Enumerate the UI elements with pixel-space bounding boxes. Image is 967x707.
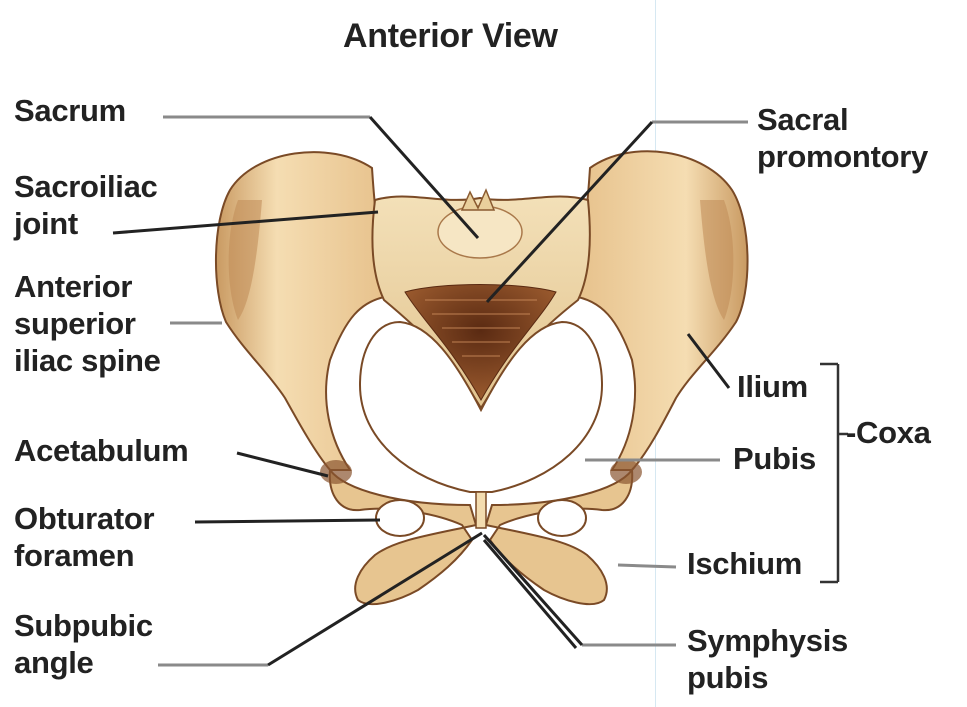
right-obturator-foramen bbox=[538, 500, 586, 536]
label-symphysis-pubis: Symphysis pubis bbox=[687, 622, 848, 696]
pubic-ramus-left bbox=[330, 470, 476, 604]
pubic-symphysis bbox=[476, 492, 486, 528]
pubic-ramus-right bbox=[486, 470, 632, 604]
label-acetabulum: Acetabulum bbox=[14, 432, 188, 469]
label-coxa: -Coxa bbox=[846, 414, 931, 451]
label-subpubic-angle: Subpubic angle bbox=[14, 607, 153, 681]
label-obturator-foramen: Obturator foramen bbox=[14, 500, 154, 574]
label-sacral-promontory: Sacral promontory bbox=[757, 101, 928, 175]
label-pubis: Pubis bbox=[733, 440, 816, 477]
label-sacroiliac-joint: Sacroiliac joint bbox=[14, 168, 157, 242]
left-obturator-foramen bbox=[376, 500, 424, 536]
label-anterior-superior-iliac-spine: Anterior superior iliac spine bbox=[14, 268, 161, 379]
label-sacrum: Sacrum bbox=[14, 92, 126, 129]
label-ischium: Ischium bbox=[687, 545, 802, 582]
diagram-title: Anterior View bbox=[343, 18, 558, 55]
label-ilium: Ilium bbox=[737, 368, 808, 405]
coxa-bracket bbox=[820, 364, 848, 582]
